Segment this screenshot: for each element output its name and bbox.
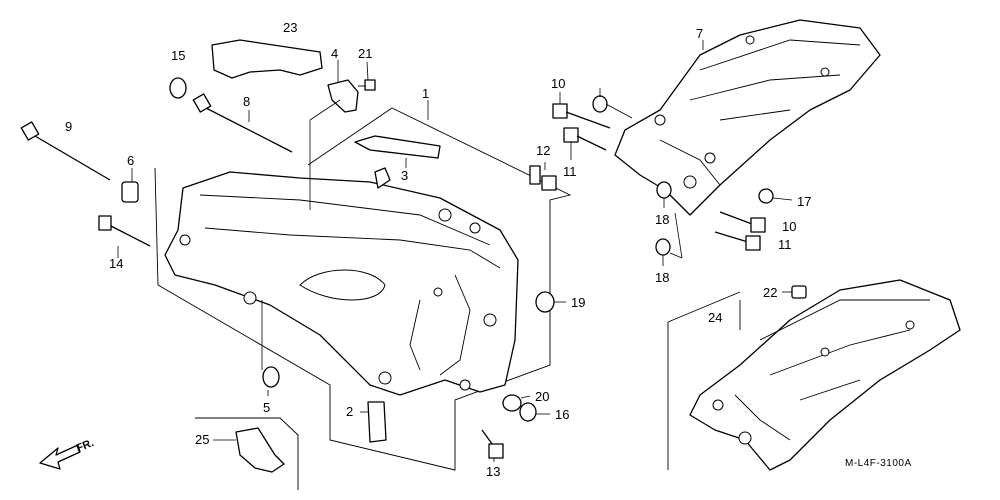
callout-14: 14 [109, 256, 123, 271]
callout-19: 19 [571, 295, 585, 310]
front-label: FR. [75, 437, 96, 455]
main-frame-group-boundary [154, 107, 572, 471]
spacer-part-2 [367, 401, 387, 443]
callout-20: 20 [535, 389, 549, 404]
callout-15: 15 [171, 48, 185, 63]
bolt-part-14 [98, 215, 151, 247]
washer-part-20 [502, 394, 522, 412]
nut-part-18-upper [656, 181, 672, 199]
callout-6: 6 [127, 153, 134, 168]
nut-part-19 [535, 291, 555, 313]
callout-3: 3 [401, 168, 408, 183]
callout-12: 12 [536, 143, 550, 158]
callout-2: 2 [346, 404, 353, 419]
callout-1: 1 [422, 86, 429, 101]
clip-part-22 [791, 285, 807, 299]
callout-4: 4 [331, 46, 338, 61]
callout-25: 25 [195, 432, 209, 447]
bolt-part-12 [529, 165, 557, 191]
callout-11a: 11 [563, 164, 577, 179]
callout-24: 24 [708, 310, 722, 325]
nut-part-18-lower [655, 238, 671, 256]
bolt-part-8 [192, 93, 293, 153]
nut-part-15 [169, 77, 187, 99]
bushing-part-5 [262, 366, 280, 388]
bolt-part-10-upper [552, 103, 611, 129]
callout-10a: 10 [551, 76, 565, 91]
bolt-part-11-lower [714, 231, 761, 251]
callout-8: 8 [243, 94, 250, 109]
callout-7: 7 [696, 26, 703, 41]
callout-18a: 18 [655, 212, 669, 227]
callout-22: 22 [763, 285, 777, 300]
nut-part-16 [519, 402, 537, 422]
callout-13: 13 [486, 464, 500, 479]
callout-18b: 18 [655, 270, 669, 285]
bracket-part-25 [235, 427, 285, 473]
front-arrow-icon [39, 444, 81, 470]
rear-subframe-upper [614, 19, 881, 216]
rear-subframe-lower [689, 279, 961, 471]
callout-11b: 11 [778, 237, 792, 252]
diagram-code: M-L4F-3100A [845, 458, 912, 469]
callout-17: 17 [797, 194, 811, 209]
main-frame [164, 167, 519, 396]
clip-part-7 [592, 95, 608, 113]
leader-lines [117, 40, 793, 462]
callout-10b: 10 [782, 219, 796, 234]
rubber-part-3 [354, 135, 441, 159]
callout-5: 5 [263, 400, 270, 415]
front-direction-arrow: FR. [39, 437, 96, 470]
callout-21: 21 [358, 46, 372, 61]
bracket-group-boundary [195, 417, 299, 490]
callout-23: 23 [283, 20, 297, 35]
bolt-part-9 [20, 121, 111, 181]
callout-9: 9 [65, 119, 72, 134]
bolt-part-11-upper [563, 127, 607, 151]
bracket-part-4 [327, 79, 359, 113]
bolt-part-21 [358, 79, 376, 91]
collar-part-6 [121, 181, 139, 203]
cover-part-23 [211, 39, 323, 79]
bolt-part-13 [481, 429, 504, 459]
callout-16: 16 [555, 407, 569, 422]
clip-part-17 [758, 188, 774, 204]
bolt-part-10-lower [719, 211, 766, 233]
callout-numbers: 1 2 3 4 5 6 7 8 9 10 10 11 11 12 13 14 1… [65, 20, 811, 479]
